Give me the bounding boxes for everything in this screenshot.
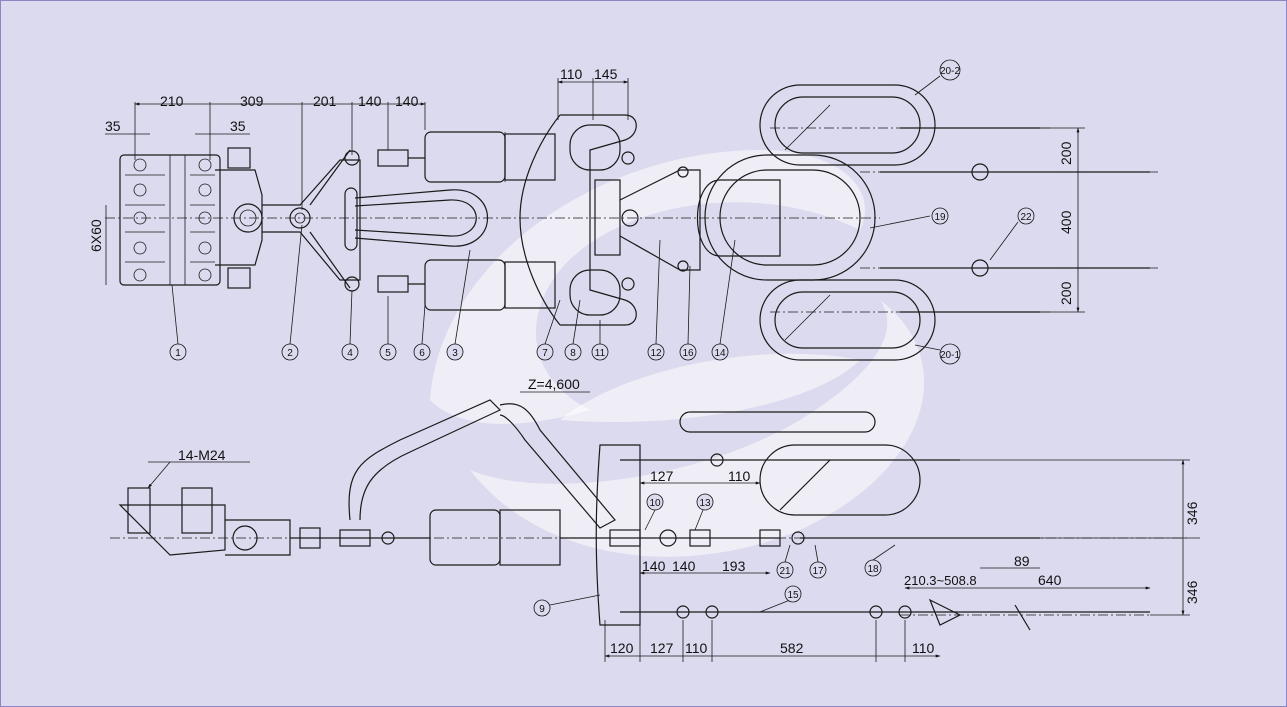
dim-140b: 140: [395, 93, 419, 109]
side-view-dimensions: Z=4,600 14-M24 127 110 140 140 193 346 3…: [147, 376, 1200, 662]
callout-8: 8: [570, 348, 576, 359]
callout-7: 7: [542, 348, 548, 359]
top-view-dimensions: 210 309 201 140 140 35 35 6X60 110 145 2…: [88, 66, 1085, 313]
dim-200-top: 200: [1058, 141, 1074, 165]
dim-201: 201: [313, 93, 337, 109]
watermark-logo: [430, 150, 925, 557]
callout-4: 4: [347, 348, 353, 359]
dim-145: 145: [594, 66, 618, 82]
dim-640: 640: [1038, 572, 1062, 588]
callout-15: 15: [787, 590, 799, 601]
callout-5: 5: [385, 348, 391, 359]
side-view-callouts: 10 13 9 21 17 18 15: [533, 493, 896, 617]
dim-200-bottom: 200: [1058, 281, 1074, 305]
dim-110-lower: 110: [685, 640, 708, 656]
callout-20-2: 20-2: [940, 66, 960, 77]
side-tower-plate: [118, 487, 291, 556]
dim-120: 120: [610, 640, 634, 656]
top-view: [105, 84, 1160, 361]
dim-6x60: 6X60: [88, 219, 104, 252]
callout-22: 22: [1020, 212, 1032, 223]
dim-110-right: 110: [912, 640, 935, 656]
u-loop: [354, 189, 488, 247]
dim-110-upper: 110: [728, 468, 751, 484]
dim-110: 110: [560, 66, 583, 82]
yoke-u: [696, 179, 781, 257]
dim-140-a: 140: [642, 558, 666, 574]
callout-11: 11: [595, 348, 606, 359]
dim-400: 400: [1058, 210, 1074, 234]
dim-193: 193: [722, 558, 746, 574]
insulator-string-upper: [377, 131, 556, 183]
callout-3: 3: [452, 348, 458, 359]
dim-309: 309: [240, 93, 264, 109]
callout-14: 14: [714, 348, 726, 359]
tower-connection-plate: [119, 147, 263, 289]
top-view-callouts: 1 2 4 5 6 3 7 8 11 12 16 14 19 22 20-2 2…: [169, 59, 1035, 365]
callout-19: 19: [934, 212, 946, 223]
side-view: [110, 399, 1200, 631]
oval-link-20-2: [759, 84, 936, 166]
callout-13: 13: [699, 498, 711, 509]
dim-210: 210: [160, 93, 184, 109]
large-chain-link: [519, 114, 637, 326]
yoke-plate-2: [594, 166, 701, 272]
oval-link-19: [704, 154, 876, 281]
callout-20-1: 20-1: [940, 350, 960, 361]
dim-140-b: 140: [672, 558, 696, 574]
callout-2: 2: [287, 348, 293, 359]
callout-12: 12: [650, 348, 662, 359]
insulator-string-lower: [377, 259, 556, 311]
label-14-m24: 14-M24: [178, 447, 226, 463]
dim-140a: 140: [358, 93, 382, 109]
dim-35-right: 35: [230, 118, 246, 134]
dim-127-lower: 127: [650, 640, 674, 656]
callout-1: 1: [175, 348, 181, 359]
dim-210-3-508-8: 210.3~508.8: [904, 573, 977, 588]
dim-89: 89: [1014, 553, 1030, 569]
callout-6: 6: [419, 348, 425, 359]
callout-21: 21: [779, 566, 791, 577]
callout-18: 18: [867, 564, 879, 575]
dim-127-upper: 127: [650, 468, 674, 484]
callout-16: 16: [682, 348, 694, 359]
dim-346-upper: 346: [1184, 501, 1200, 525]
callout-17: 17: [812, 566, 824, 577]
oval-link-20-1: [759, 279, 936, 361]
dim-582: 582: [780, 640, 804, 656]
yoke-plate: [262, 149, 361, 292]
dim-346-lower: 346: [1184, 580, 1200, 604]
dim-35-left: 35: [105, 118, 121, 134]
callout-9: 9: [539, 604, 545, 615]
dim-z-4600: Z=4,600: [528, 376, 580, 392]
callout-10: 10: [649, 498, 661, 509]
